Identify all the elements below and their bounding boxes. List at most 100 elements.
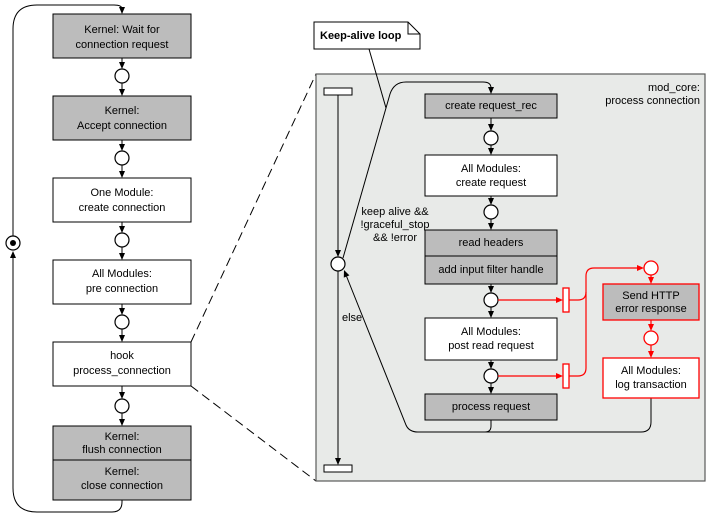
note-label: Keep-alive loop: [320, 30, 402, 42]
place: [483, 292, 499, 308]
step-label: create connection: [79, 202, 166, 214]
place: [114, 150, 130, 166]
step-box: [602, 357, 700, 399]
arrowhead: [119, 7, 125, 14]
error-merge-arc: [569, 265, 644, 377]
error-place: [643, 260, 659, 276]
zoom-dashed-line-top: [190, 73, 317, 343]
arc: [119, 140, 125, 151]
step-label: create request_rec: [445, 100, 537, 112]
arrowhead: [637, 265, 644, 271]
step-box: [424, 393, 558, 421]
arrowhead: [488, 286, 494, 293]
return-arc: [343, 270, 652, 433]
step-label: Accept connection: [77, 120, 167, 132]
arrowhead: [119, 89, 125, 96]
step-box: [52, 95, 192, 141]
arc: [488, 307, 494, 318]
region-title: process connection: [605, 95, 700, 107]
step-label: pre connection: [86, 283, 158, 295]
step-box: [424, 317, 558, 361]
arc: [119, 386, 125, 399]
step-label: Kernel:: [105, 466, 140, 478]
step-box: [424, 93, 558, 119]
error-arc: [648, 320, 654, 331]
arc: [488, 360, 494, 369]
loop-start-path: [12, 4, 123, 236]
step-label: Send HTTP: [622, 290, 679, 302]
place: [114, 232, 130, 248]
arc: [119, 304, 125, 315]
step-label: hook: [110, 350, 134, 362]
step-post-read-request: All Modules: post read request: [424, 317, 558, 361]
arc: [119, 165, 125, 178]
keep-alive-condition: keep alive &&: [361, 206, 429, 218]
arc: [488, 196, 494, 205]
step-label: create request: [456, 177, 526, 189]
step-box: [424, 154, 558, 197]
arc: [488, 284, 494, 293]
step-label: All Modules:: [461, 163, 521, 175]
step-box: [52, 13, 192, 59]
step-label: Kernel:: [105, 105, 140, 117]
arrowhead: [488, 198, 494, 205]
step-label: post read request: [448, 340, 534, 352]
step-label: One Module:: [91, 187, 154, 199]
step-create-request: All Modules: create request: [424, 154, 558, 197]
step-add-input-filter: add input filter handle: [424, 255, 558, 285]
else-arc: [335, 271, 341, 465]
arrowhead: [119, 308, 125, 315]
step-box: [52, 259, 192, 305]
arc: [119, 83, 125, 96]
arrowhead: [119, 253, 125, 260]
step-label: log transaction: [615, 379, 687, 391]
note-shape: [313, 21, 421, 50]
step-box: [52, 459, 192, 501]
step-label: process_connection: [73, 365, 171, 377]
loop-start-transition: [323, 87, 353, 96]
error-arc: [648, 345, 654, 358]
arc-path: [342, 81, 492, 259]
arrowhead: [119, 392, 125, 399]
arrowhead: [556, 297, 563, 303]
step-label: add input filter handle: [438, 264, 543, 276]
note-pointer: [368, 48, 387, 109]
token-dot: [10, 240, 16, 246]
step-label: Kernel: Wait for: [84, 24, 160, 36]
arc: [488, 145, 494, 155]
error-transition-post-read: [562, 363, 570, 389]
arrowhead: [119, 171, 125, 178]
step-create-connection: One Module: create connection: [52, 177, 192, 223]
arrowhead: [648, 351, 654, 358]
arrowhead: [488, 124, 494, 131]
arc-path: [346, 276, 652, 433]
step-create-request-rec: create request_rec: [424, 93, 558, 119]
step-pre-connection: All Modules: pre connection: [52, 259, 192, 305]
arrowhead: [119, 144, 125, 151]
arc: [119, 413, 125, 426]
step-process-request: process request: [424, 393, 558, 421]
loop-return-path: [12, 257, 123, 513]
step-accept-connection: Kernel: Accept connection: [52, 95, 192, 141]
step-hook-process-connection: hook process_connection: [52, 341, 192, 387]
arrowhead: [488, 223, 494, 230]
arrowhead: [343, 270, 350, 278]
keep-alive-arc: [342, 81, 494, 259]
arc: [488, 219, 494, 230]
arrowhead: [119, 419, 125, 426]
connection-loop-return-arc: [10, 251, 123, 513]
else-label: else: [342, 312, 362, 324]
step-box: [52, 341, 192, 387]
region-title: mod_core:: [648, 82, 700, 94]
arc: [119, 222, 125, 233]
connection-loop-start-arc: [12, 4, 125, 236]
arrowhead: [335, 250, 341, 257]
zoom-dashed-line-bottom: [190, 385, 317, 482]
arc-path: [569, 292, 587, 377]
step-box: [424, 255, 558, 285]
arrowhead: [335, 458, 341, 465]
arrowhead: [488, 87, 494, 94]
place: [114, 68, 130, 84]
arrowhead: [10, 251, 16, 258]
